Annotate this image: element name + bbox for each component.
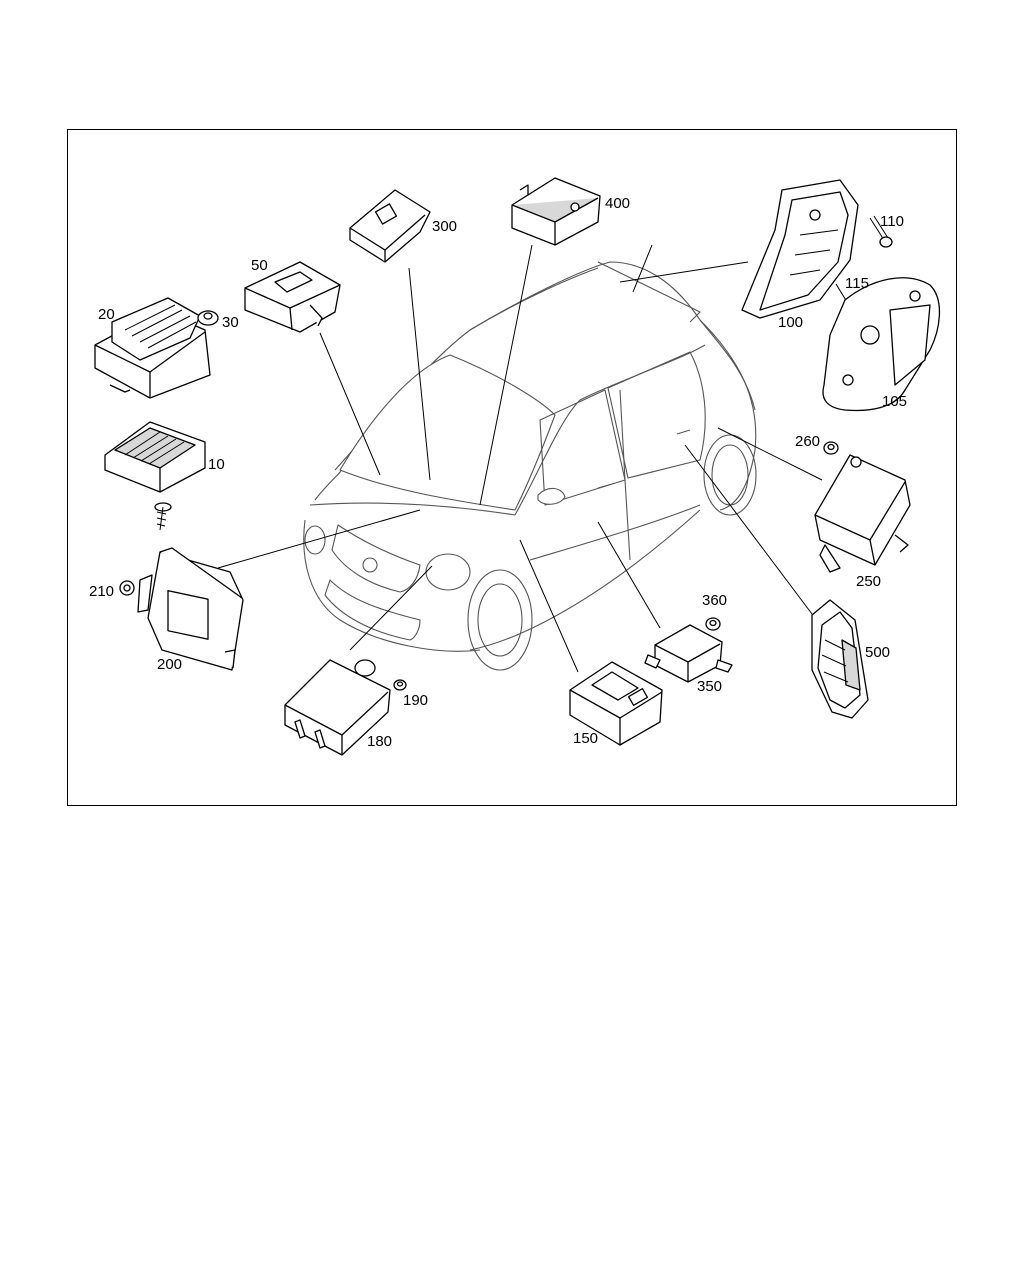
leader-100b — [632, 244, 653, 293]
leader-180 — [349, 565, 433, 651]
callout-50: 50 — [251, 257, 268, 274]
nut-190 — [393, 679, 407, 691]
headlamp-right — [425, 553, 471, 591]
leader-50 — [319, 332, 381, 476]
module-50 — [244, 261, 341, 333]
module-250 — [814, 454, 911, 573]
badge — [362, 557, 378, 573]
callout-200: 200 — [157, 656, 182, 673]
screw-10 — [154, 502, 172, 531]
callout-360: 360 — [702, 592, 727, 609]
leader-100 — [619, 261, 749, 283]
leader-lines — [217, 244, 823, 673]
headlamp-left — [304, 525, 326, 555]
callout-150: 150 — [573, 730, 598, 747]
callout-30: 30 — [222, 314, 239, 331]
leader-400 — [479, 244, 533, 506]
callout-180: 180 — [367, 733, 392, 750]
callout-labels: 20 30 50 10 300 400 110 115 100 105 260 … — [89, 195, 907, 750]
module-20 — [94, 297, 211, 399]
callout-115: 115 — [845, 275, 869, 292]
grille — [331, 524, 421, 593]
leader-150 — [519, 539, 579, 673]
front-wheel — [467, 569, 533, 671]
bracket-105 — [822, 277, 941, 412]
nut-360 — [705, 617, 721, 631]
callout-100: 100 — [778, 314, 803, 331]
leader-250 — [717, 427, 823, 481]
vehicle-outline — [303, 261, 757, 671]
callout-250: 250 — [856, 573, 881, 590]
nut-260 — [823, 441, 839, 455]
callout-20: 20 — [98, 306, 115, 323]
callout-210: 210 — [89, 583, 114, 600]
callout-110: 110 — [880, 213, 904, 230]
callout-500: 500 — [865, 644, 890, 661]
bolt-110 — [869, 215, 893, 248]
callout-300: 300 — [432, 218, 457, 235]
leader-500 — [684, 444, 813, 615]
module-200 — [137, 547, 244, 671]
leader-300 — [408, 267, 431, 481]
nut-210 — [119, 580, 135, 596]
module-10 — [104, 421, 206, 493]
mirror — [537, 487, 566, 505]
callout-10: 10 — [208, 456, 225, 473]
callout-400: 400 — [605, 195, 630, 212]
callout-350: 350 — [697, 678, 722, 695]
module-100 — [741, 179, 859, 319]
module-500 — [811, 599, 869, 719]
nut-30 — [197, 310, 219, 326]
callout-105: 105 — [882, 393, 907, 410]
leader-350 — [597, 521, 661, 629]
callout-190: 190 — [403, 692, 428, 709]
leader-200 — [217, 509, 421, 569]
module-150 — [569, 661, 663, 746]
module-350 — [644, 624, 733, 683]
rear-wheel — [703, 434, 757, 516]
module-180 — [284, 659, 391, 756]
module-400 — [511, 177, 601, 246]
callout-260: 260 — [795, 433, 820, 450]
module-300 — [349, 189, 431, 263]
